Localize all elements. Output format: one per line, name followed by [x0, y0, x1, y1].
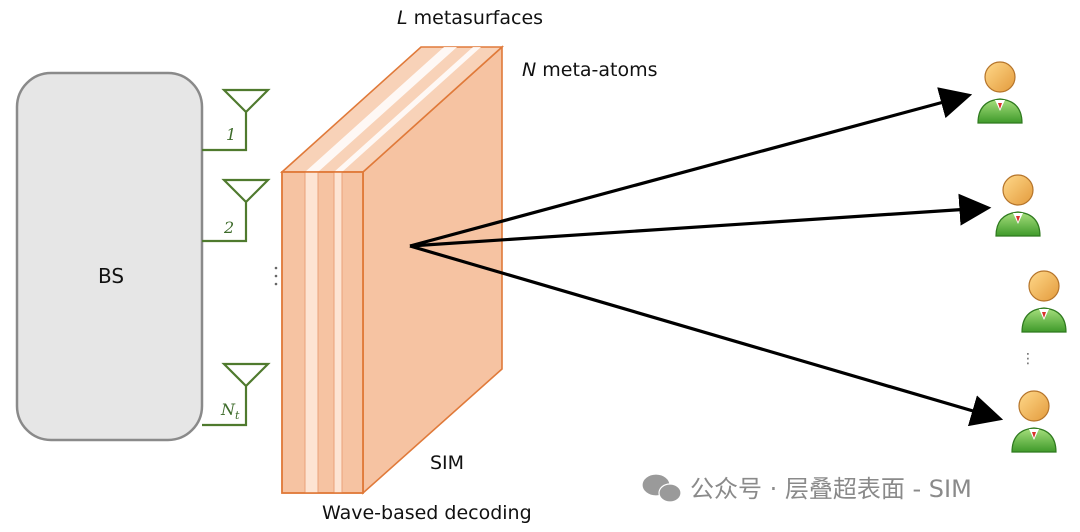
antenna-icon [202, 88, 271, 152]
user-icon [977, 61, 1023, 124]
antenna-icon [202, 362, 271, 427]
user-icon [1011, 390, 1057, 453]
wechat-icon [641, 473, 682, 503]
antenna-label-nt: Nt [220, 400, 240, 422]
sim-atoms-label: N meta-atoms [522, 59, 658, 81]
users-ellipsis: ⋮ [1021, 351, 1035, 367]
sim-block [279, 45, 505, 495]
beam-arrow [409, 87, 973, 248]
beam-arrow [409, 193, 992, 248]
antenna-label-1: 1 [226, 125, 236, 144]
base-station: BS [15, 71, 204, 442]
sim-decoding-label: Wave-based decoding [322, 502, 532, 524]
sim-layers-label: L metasurfaces [397, 7, 543, 29]
antenna-ellipsis [274, 266, 278, 286]
bs-label: BS [98, 264, 124, 288]
antenna-icon [202, 178, 271, 243]
user-icon [1021, 270, 1067, 333]
antenna-label-2: 2 [223, 218, 234, 237]
watermark-text: 公众号 · 层叠超表面 - SIM [690, 475, 972, 503]
sim-name-label: SIM [430, 452, 464, 474]
antenna-array [202, 88, 271, 427]
beams [409, 87, 1004, 427]
user-icon [995, 174, 1041, 237]
beam-arrow [409, 244, 1004, 427]
